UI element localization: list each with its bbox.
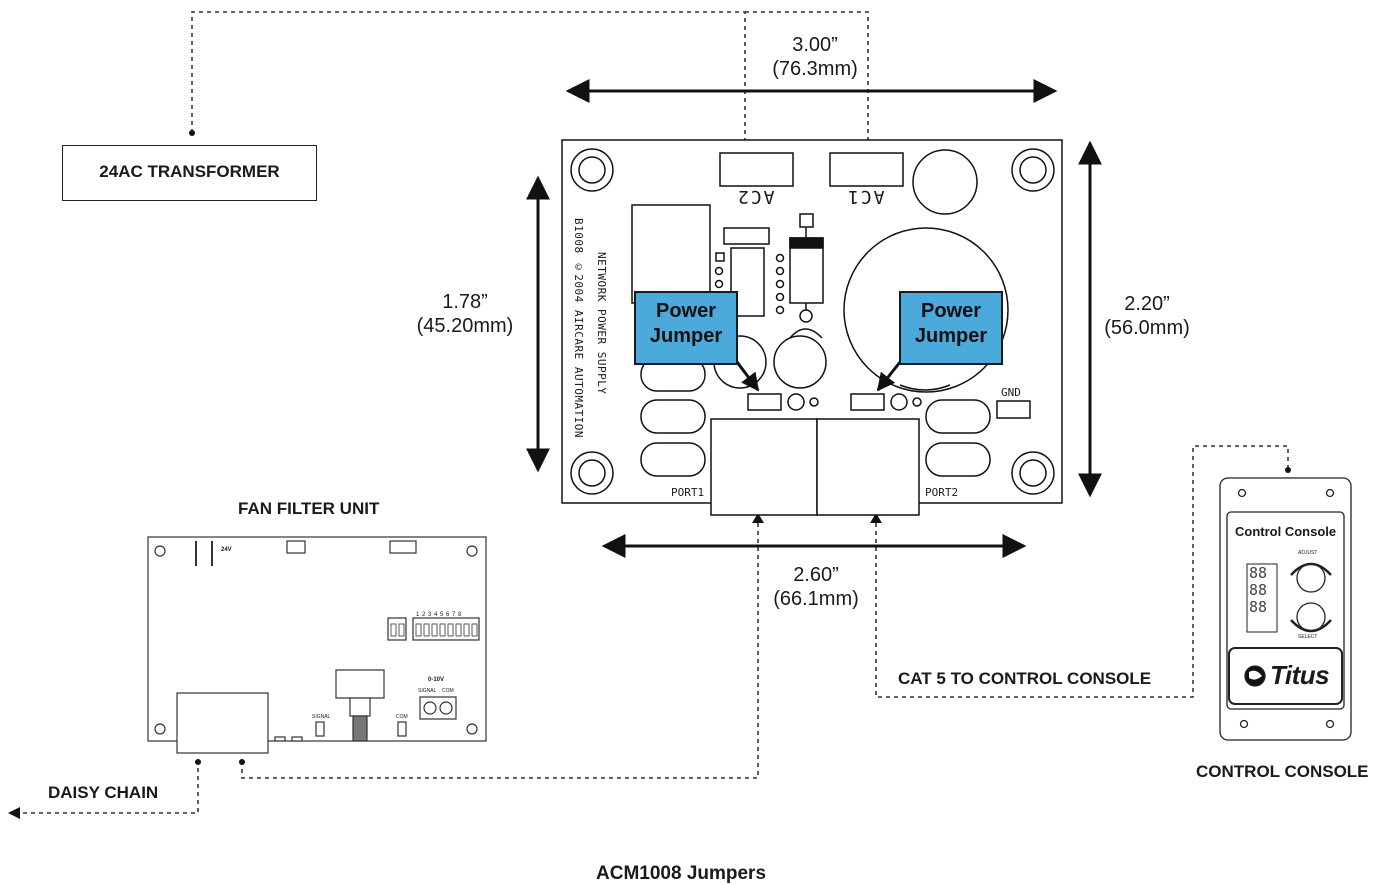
dim-right-imperial: 2.20” (1124, 293, 1170, 315)
port1-label: PORT1 (671, 486, 705, 499)
dim-top-imperial: 3.00” (792, 34, 838, 56)
ac2-connector (719, 152, 794, 187)
callout-left-line1: Power (655, 300, 717, 322)
wire-end-dots (189, 130, 1291, 765)
callout-pointers (735, 361, 902, 392)
ac1-connector (829, 152, 904, 187)
port1-jack (710, 418, 818, 516)
control-console-device (1219, 477, 1352, 741)
callout-right-line2: Jumper (914, 325, 988, 347)
wire-transformer-to-ac2 (191, 11, 746, 158)
wire-port2-to-console (875, 445, 1289, 698)
wire-daisy-chain (20, 760, 199, 814)
titus-logo: Titus (1270, 660, 1330, 690)
diagram-caption: ACM1008 Jumpers (596, 863, 767, 884)
power-jumper-pad-2 (850, 393, 885, 411)
ffu-dip-numbers: 1 2 3 4 5 6 7 8 (416, 612, 462, 618)
dim-right-metric: (56.0mm) (1104, 317, 1190, 339)
ffu-signal-mark-2: SIGNAL (312, 714, 331, 720)
silkscreen-line1: NETWORK POWER SUPPLY (595, 252, 608, 395)
console-display-digit-1: 88 (1249, 564, 1268, 582)
silkscreen-line2: B1008 ©2004 AIRCARE AUTOMATION (572, 218, 585, 439)
daisy-chain-label: DAISY CHAIN (48, 783, 159, 802)
fan-filter-unit-board (147, 536, 487, 754)
ffu-rj45-jack (176, 692, 269, 754)
ffu-com-mark-2: COM (396, 714, 408, 720)
ffu-com-mark: COM (442, 688, 454, 694)
ffu-0-10v-mark: 0-10V (428, 677, 445, 683)
dim-bottom-label: 2.60” (66.1mm) (756, 563, 876, 611)
gnd-label: GND (1001, 386, 1021, 399)
dim-bottom-imperial: 2.60” (793, 564, 839, 586)
ffu-signal-mark: SIGNAL (418, 688, 437, 694)
power-jumper-pad-1 (747, 393, 782, 411)
dim-top-label: 3.00” (76.3mm) (755, 33, 875, 81)
dim-left-imperial: 1.78” (442, 291, 488, 313)
cat5-label: CAT 5 TO CONTROL CONSOLE (898, 669, 1152, 688)
callout-right-line1: Power (920, 300, 982, 322)
console-panel-title: Control Console (1235, 524, 1337, 539)
console-display-digit-3: 88 (1249, 598, 1268, 616)
ffu-24v-mark: 24V (221, 547, 232, 553)
dim-right-label: 2.20” (56.0mm) (1092, 292, 1202, 340)
dim-top-metric: (76.3mm) (772, 58, 858, 80)
power-jumper-callout-right: Power Jumper (899, 291, 1003, 365)
wire-port1-to-fan-filter (241, 515, 759, 779)
dim-left-metric: (45.20mm) (416, 315, 514, 337)
console-adjust-label: ADJUST (1298, 550, 1318, 556)
dim-left-label: 1.78” (45.20mm) (400, 290, 530, 338)
port2-jack (816, 418, 920, 516)
dim-bottom-metric: (66.1mm) (773, 588, 859, 610)
ac2-label: AC2 (736, 186, 775, 207)
console-display-digit-2: 88 (1249, 581, 1268, 599)
console-select-label: SELECT (1298, 634, 1318, 640)
callout-left-line2: Jumper (649, 325, 723, 347)
transformer-box: 24AC TRANSFORMER (62, 145, 317, 201)
control-console-label: CONTROL CONSOLE (1196, 762, 1369, 781)
transformer-label: 24AC TRANSFORMER (99, 162, 280, 181)
fan-filter-unit-label: FAN FILTER UNIT (238, 499, 380, 518)
ac1-label: AC1 (846, 186, 885, 207)
wire-transformer-to-ac1 (745, 11, 869, 158)
power-jumper-callout-left: Power Jumper (634, 291, 738, 365)
port2-label: PORT2 (925, 486, 959, 499)
dimension-arrows (526, 79, 1102, 558)
